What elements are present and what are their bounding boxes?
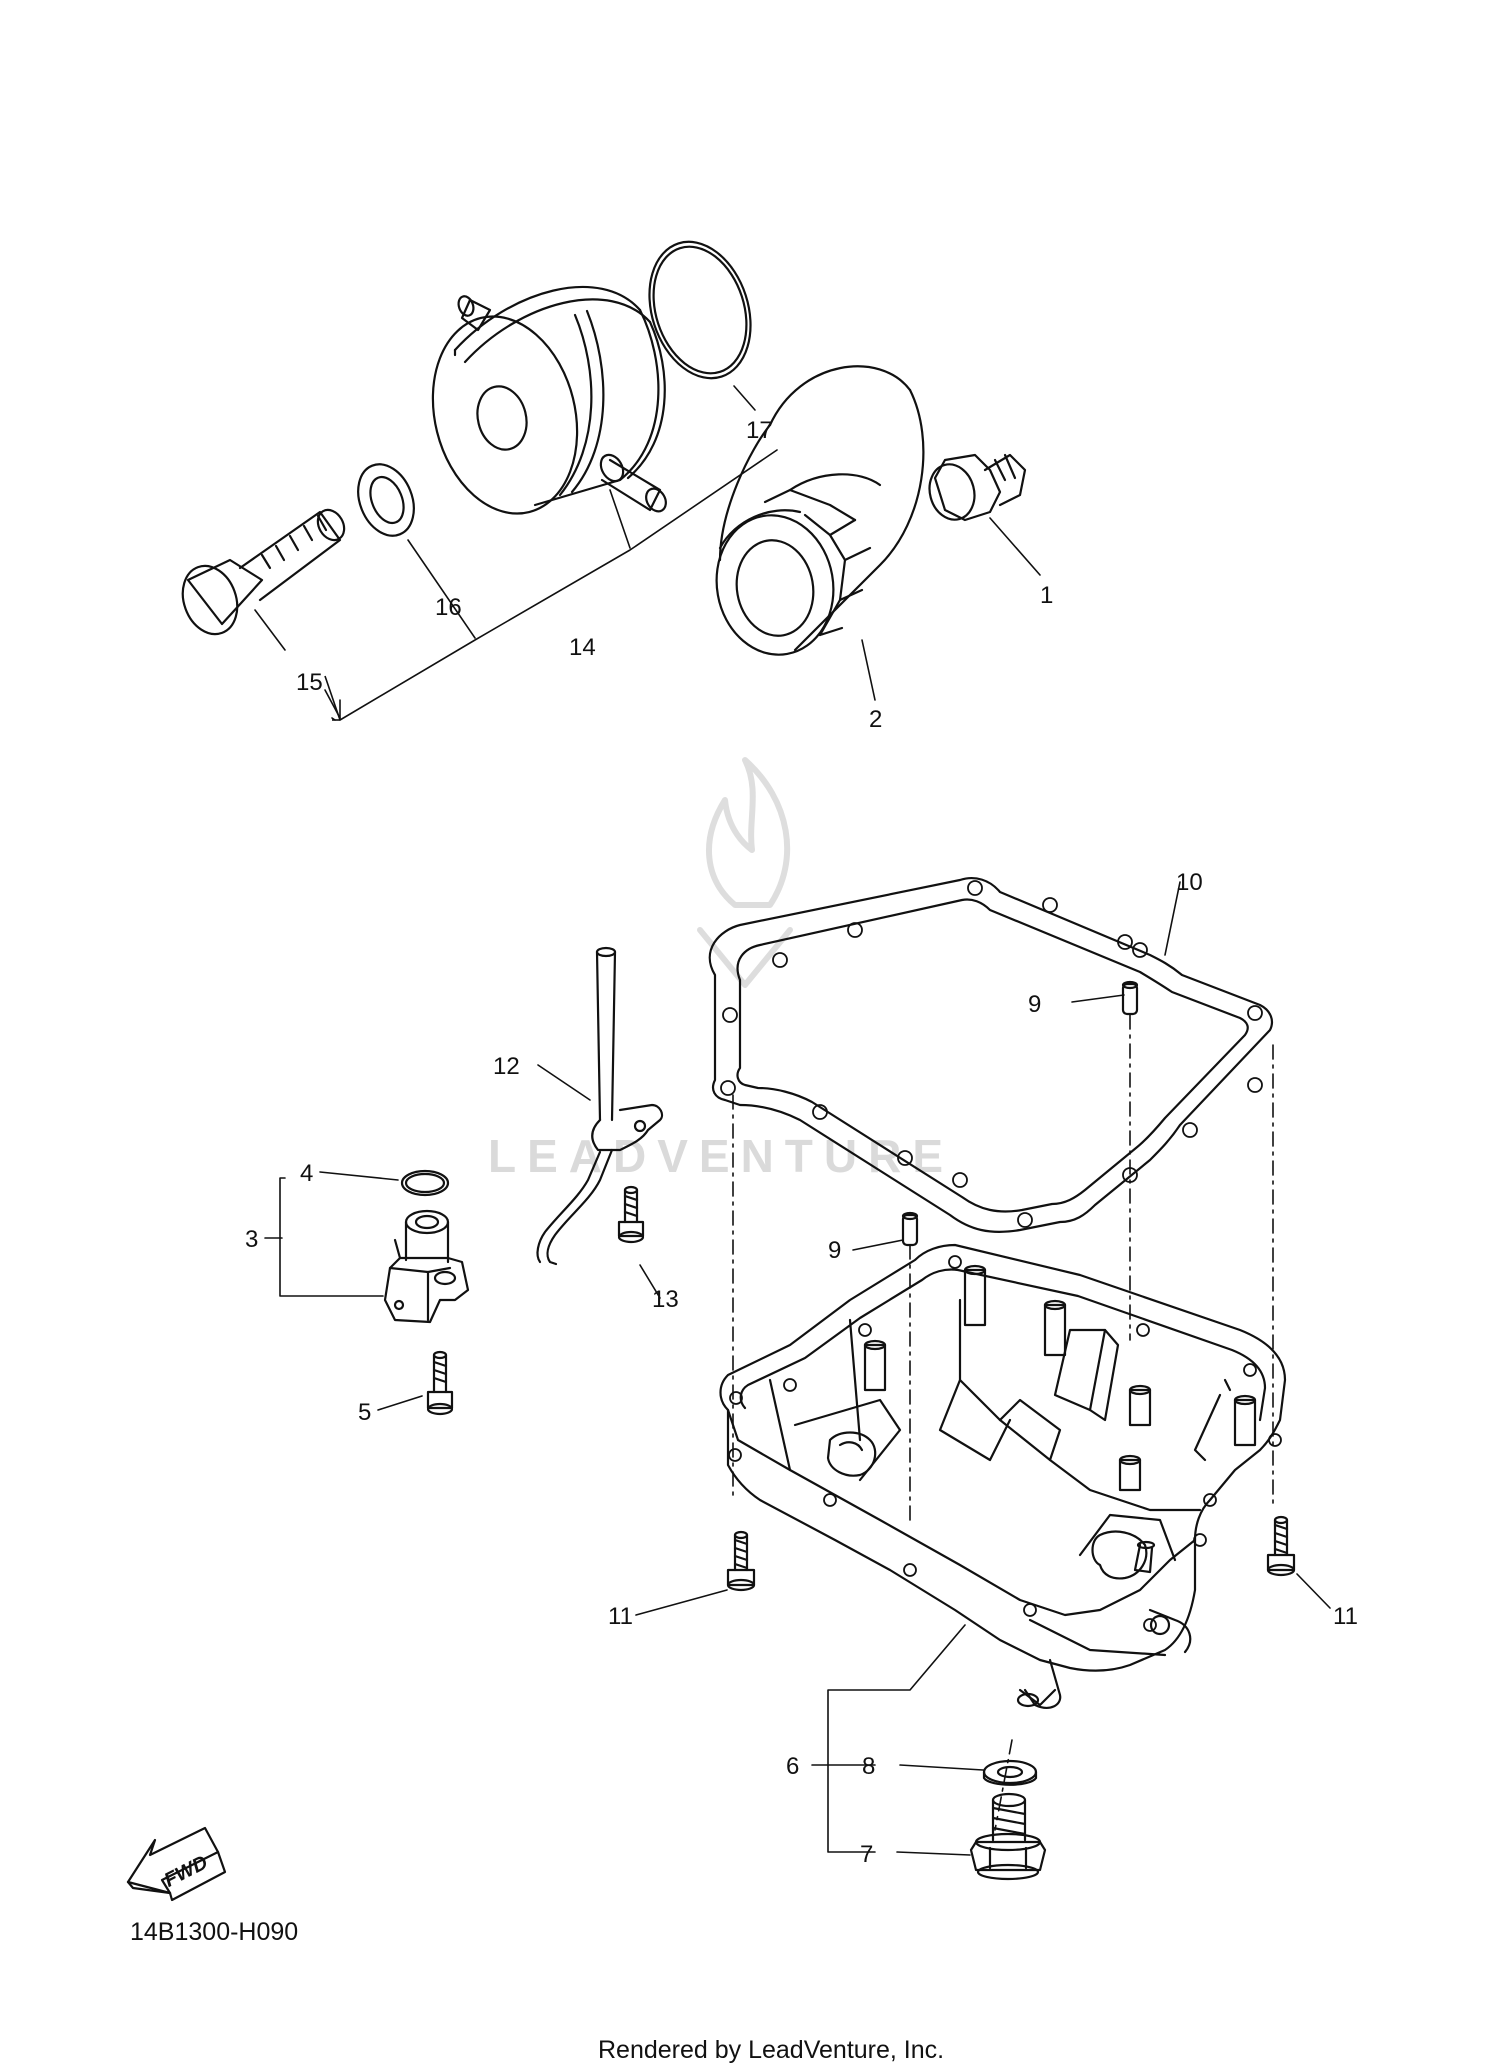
oil-filter — [715, 365, 925, 656]
callout-4: 4 — [300, 1160, 313, 1187]
dipstick-12 — [536, 946, 664, 1266]
bolt-13 — [617, 1185, 645, 1244]
callout-13: 13 — [652, 1286, 679, 1313]
oil-cooler — [431, 285, 667, 515]
flame-logo-icon — [697, 757, 793, 988]
callout-9-lower: 9 — [828, 1237, 841, 1264]
callout-9-upper: 9 — [1028, 991, 1041, 1018]
callout-6: 6 — [786, 1753, 799, 1780]
washer-16 — [357, 463, 415, 537]
callout-labels: 1 2 3 4 5 6 7 8 9 9 10 11 11 12 13 14 15… — [245, 417, 1358, 1868]
callout-2: 2 — [869, 706, 882, 733]
relief-valve-3 — [383, 1169, 470, 1324]
bolt-5 — [426, 1350, 454, 1416]
callout-7: 7 — [860, 1841, 873, 1868]
dowel-pins — [901, 980, 1139, 1247]
callout-1: 1 — [1040, 582, 1053, 609]
callout-8: 8 — [862, 1753, 875, 1780]
drain-washer-8 — [982, 1759, 1038, 1786]
gasket-holes — [720, 880, 1263, 1228]
plug-1 — [928, 453, 1027, 522]
render-footer: Rendered by LeadVenture, Inc. — [598, 2036, 944, 2064]
callout-5: 5 — [358, 1399, 371, 1426]
callout-15: 15 — [296, 669, 323, 696]
callout-10: 10 — [1176, 869, 1203, 896]
oil-pan-holes — [728, 1255, 1282, 1632]
watermark-text: LEADVENTURE — [488, 1130, 954, 1182]
leaders-top — [254, 385, 1041, 721]
callout-11-left: 11 — [608, 1603, 633, 1630]
diagram-code: 14B1300-H090 — [130, 1918, 298, 1946]
o-ring-17 — [648, 240, 752, 380]
leaders-bottom — [264, 881, 1331, 1856]
callout-16: 16 — [435, 594, 462, 621]
gasket-10 — [708, 876, 1274, 1233]
drain-bolt-7 — [969, 1792, 1047, 1881]
pan-bolts-11 — [726, 1515, 1296, 1592]
callout-12: 12 — [493, 1053, 520, 1080]
callout-17: 17 — [746, 417, 773, 444]
fwd-label: FWD — [161, 1851, 212, 1891]
oil-pan — [719, 1243, 1287, 1709]
fwd-arrow-icon — [126, 1826, 227, 1902]
union-bolt-15 — [181, 508, 346, 636]
callout-14: 14 — [569, 634, 596, 661]
callout-3: 3 — [245, 1226, 258, 1253]
callout-11-right: 11 — [1333, 1603, 1358, 1630]
